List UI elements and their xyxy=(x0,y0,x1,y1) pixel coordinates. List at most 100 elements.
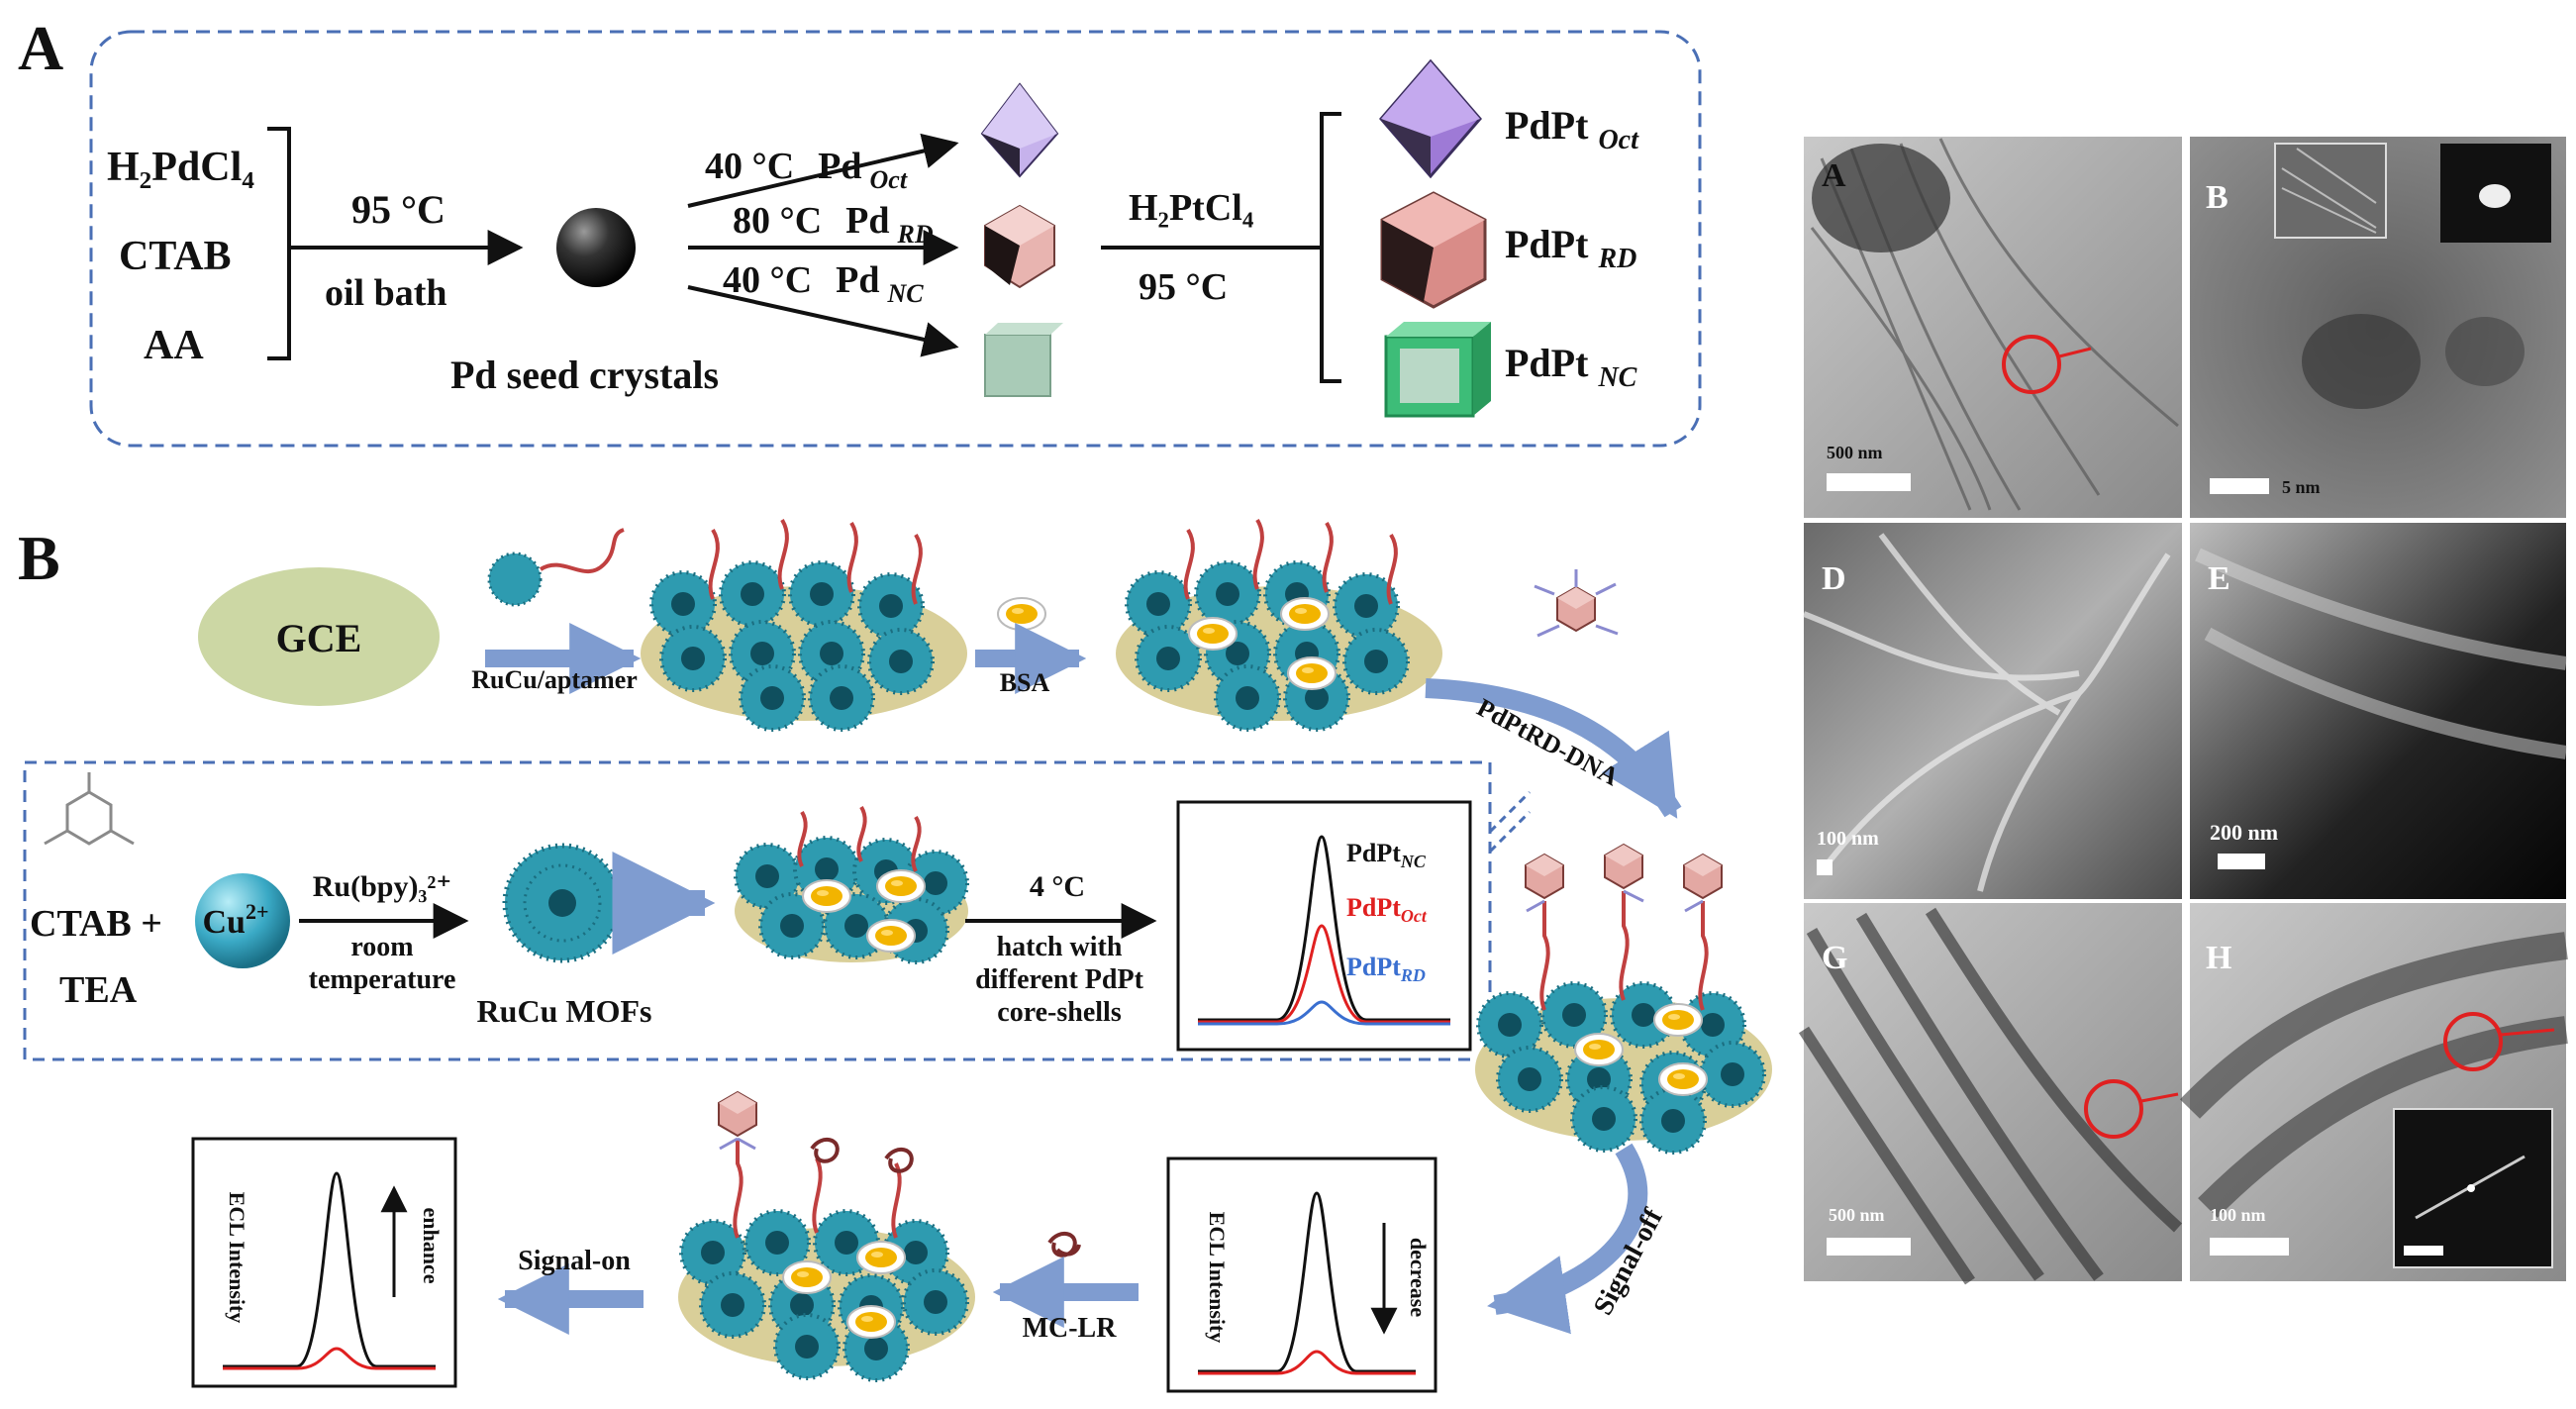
step1-condition: oil bath xyxy=(325,272,447,314)
enhance-label: enhance xyxy=(419,1208,444,1284)
curve-pdpt-rd xyxy=(1198,1000,1450,1026)
decrease-label: decrease xyxy=(1406,1238,1431,1317)
tea-label: TEA xyxy=(59,969,138,1011)
saed-scalebar xyxy=(2404,1246,2443,1256)
micrograph-g-scalebar xyxy=(1827,1238,1911,1256)
curve-after-target xyxy=(223,1171,436,1368)
reagent-h2pdcl4: H₂PdCl₄ xyxy=(107,145,254,190)
micrograph-h-scalebar xyxy=(2210,1238,2289,1256)
bsa-molecule xyxy=(997,597,1046,631)
micrograph-g-scale-label: 500 nm xyxy=(1829,1205,1885,1225)
micrograph-d-letter: D xyxy=(1822,560,1846,597)
legend-pdpt-oct: PdPtOct xyxy=(1346,893,1428,926)
hatch-temp-label: 4 °C xyxy=(1030,870,1085,903)
pd-nanocube xyxy=(984,323,1063,397)
pd-rhombic-dodecahedron xyxy=(984,204,1055,289)
electrode-with-mc-lr xyxy=(678,1091,975,1382)
micrograph-a-scale-label: 500 nm xyxy=(1827,443,1883,462)
electrode-mof-layer-1 xyxy=(641,518,967,732)
arrow-pdpt-dna-incubate xyxy=(1425,678,1682,819)
ecl-comparison-plot: PdPtNC PdPtOct PdPtRD xyxy=(1176,800,1472,1052)
ligand-structure xyxy=(44,772,135,846)
micrograph-h-highlight xyxy=(2443,1012,2503,1071)
electrode-mof-layer-3 xyxy=(734,805,969,964)
micrograph-b-scalebar xyxy=(2210,478,2269,494)
rucu-mof-particle xyxy=(502,843,623,963)
ecl-intensity-label-enhance: ECL Intensity xyxy=(225,1192,249,1324)
hatch-line-1: hatch with xyxy=(997,932,1123,962)
seed-label: Pd seed crystals xyxy=(450,352,719,397)
ru-aptamer-probe xyxy=(487,528,625,607)
micrograph-a-scalebar xyxy=(1827,473,1911,491)
step2-reagent: H₂PtCl₄ xyxy=(1129,187,1254,229)
micrograph-e: E 200 nm xyxy=(2190,523,2568,899)
micrograph-g: G 500 nm xyxy=(1798,903,2183,1285)
arrow-signal-off xyxy=(1487,1143,1648,1335)
pd-octahedron xyxy=(980,82,1059,178)
micrograph-h-letter: H xyxy=(2206,940,2231,976)
micrograph-d-scalebar xyxy=(1817,859,1833,875)
ctab-label: CTAB + xyxy=(30,903,162,945)
step1-temperature: 95 °C xyxy=(351,187,446,232)
curve-pdpt-nc xyxy=(1198,835,1450,1022)
signal-on-label: Signal-on xyxy=(518,1246,631,1276)
micrograph-d-scale-label: 100 nm xyxy=(1817,828,1879,850)
reagent-aa: AA xyxy=(144,323,204,368)
branch-oct-arrow xyxy=(687,133,959,208)
room-label: room xyxy=(350,932,413,962)
micrograph-a: A 500 nm xyxy=(1804,137,2182,518)
temperature-label: temperature xyxy=(309,964,456,995)
cu-label: Cu2+ xyxy=(202,899,268,941)
curve-after xyxy=(1198,1350,1416,1375)
step2-temperature: 95 °C xyxy=(1139,266,1228,308)
electrode-with-pdpt-probes xyxy=(1475,844,1772,1155)
micrograph-b-scale-label: 5 nm xyxy=(2282,477,2321,497)
micrograph-h: H 100 nm xyxy=(2179,903,2568,1281)
branch-nc-arrow xyxy=(687,285,959,357)
hrtem-inset xyxy=(2274,143,2387,239)
micrograph-d: D 100 nm xyxy=(1802,523,2182,899)
cu-ion xyxy=(195,873,290,968)
panel-b-letter: B xyxy=(18,523,60,593)
micrograph-e-letter: E xyxy=(2208,560,2230,597)
ecl-decrease-plot: ECL Intensity decrease xyxy=(1166,1157,1437,1393)
pdpt-rhombic-dodecahedron xyxy=(1380,191,1487,309)
micrograph-b-letter: B xyxy=(2206,179,2229,216)
micrograph-g-highlight xyxy=(2084,1079,2143,1139)
curve-before xyxy=(1198,1191,1416,1373)
pdpt-nanocube xyxy=(1384,322,1491,418)
legend-pdpt-rd: PdPtRD xyxy=(1346,953,1426,985)
rucu-mofs-label: RuCu MOFs xyxy=(477,993,652,1029)
hatch-line-3: core-shells xyxy=(997,997,1122,1028)
curve-pdpt-oct xyxy=(1198,924,1450,1024)
pdpt-dna-probe xyxy=(1534,569,1619,638)
zoom-connector xyxy=(1488,790,1532,854)
reagent-ctab: CTAB xyxy=(119,234,232,279)
micrograph-grid: A 500 nm B 5 nm D 100 nm xyxy=(1798,137,2568,1285)
mc-lr-label: MC-LR xyxy=(1023,1313,1118,1344)
micrograph-e-scalebar xyxy=(2218,854,2265,869)
panel-a-letter: A xyxy=(18,13,63,83)
product-bracket xyxy=(1320,112,1341,383)
mc-lr-toxin xyxy=(1047,1232,1081,1258)
panel-a-dashed-frame xyxy=(89,30,1702,448)
ru-aptamer-label: RuCu/aptamer xyxy=(471,665,638,694)
ecl-intensity-label-decrease: ECL Intensity xyxy=(1205,1212,1230,1344)
hatch-line-2: different PdPt xyxy=(975,964,1143,995)
ecl-enhance-plot: ECL Intensity enhance xyxy=(191,1137,457,1388)
ru-reagent-label: Ru(bpy)₃²⁺ xyxy=(313,870,452,903)
micrograph-e-scale-label: 200 nm xyxy=(2210,820,2278,845)
gce-electrode xyxy=(198,567,440,706)
mof-synthesis-frame xyxy=(23,760,1492,1061)
micrograph-b: B 5 nm xyxy=(2190,137,2566,518)
micrograph-h-scale-label: 100 nm xyxy=(2210,1205,2266,1225)
electrode-mof-layer-2 xyxy=(1116,518,1442,732)
micrograph-a-letter: A xyxy=(1822,157,1846,194)
pdpt-octahedron xyxy=(1379,58,1482,179)
